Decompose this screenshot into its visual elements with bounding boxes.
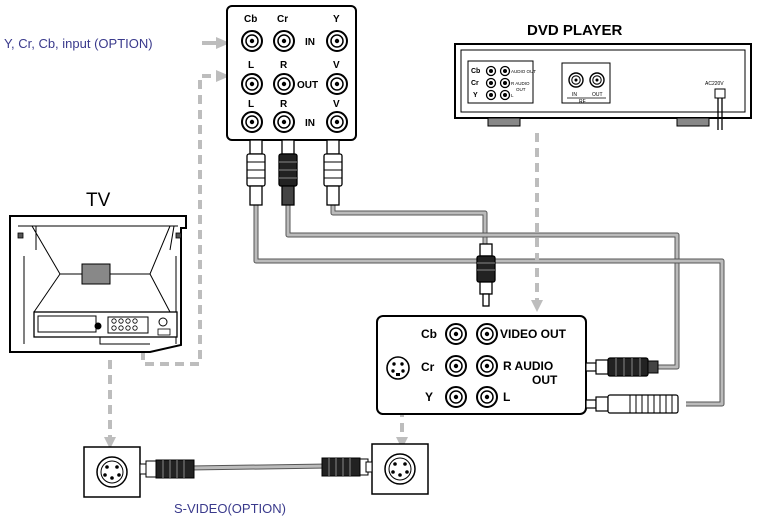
arrowheads: [104, 37, 543, 449]
rf-out-label: OUT: [592, 92, 603, 98]
back-l-label: L: [503, 390, 510, 404]
panel-cb-jack[interactable]: [241, 30, 263, 52]
plug-middle-black: [278, 139, 298, 206]
dvd-out-label: OUT: [516, 87, 526, 92]
plug-into-dvd-video: [476, 243, 496, 307]
dvd-audio-r-jack[interactable]: [499, 77, 511, 89]
svideo-box-tv: [83, 446, 141, 498]
panel-r-in-jack[interactable]: [273, 111, 295, 133]
dvd-svideo-jack[interactable]: [386, 356, 410, 380]
back-r-audio-label: R AUDIO: [503, 359, 553, 373]
panel-cr-jack[interactable]: [273, 30, 295, 52]
cable-component-y: [330, 205, 488, 245]
dvd-r-audio-label: R AUDIO: [511, 81, 530, 86]
panel-l-out-jack[interactable]: [241, 73, 263, 95]
back-out-label: OUT: [532, 373, 558, 387]
back-y-jack[interactable]: [445, 386, 467, 408]
plug-right-white: [323, 139, 343, 206]
guide-tv-to-panel: [141, 74, 220, 366]
svideo-plug-left: [139, 459, 195, 479]
panel-l-bot-label: L: [248, 99, 254, 110]
power-cord: [717, 98, 723, 130]
panel-plugs: [246, 139, 343, 206]
panel-l-mid-label: L: [248, 60, 254, 71]
panel-l-in-jack[interactable]: [241, 111, 263, 133]
svideo-label: S-VIDEO(OPTION): [174, 501, 286, 516]
panel-v-out-jack[interactable]: [326, 73, 348, 95]
dvd-audio-out-jack-a[interactable]: [499, 65, 511, 77]
cables: [189, 205, 725, 471]
dvd-audio-out-label: AUDIO OUT: [511, 69, 536, 74]
plug-left-white: [246, 139, 266, 206]
audio-plugs-right: [585, 357, 679, 414]
back-cb-label: Cb: [421, 327, 437, 341]
rf-out-jack[interactable]: [589, 72, 605, 88]
back-audio-r-jack[interactable]: [476, 355, 498, 377]
dvd-y-label: Y: [473, 92, 478, 99]
back-cr-jack[interactable]: [445, 355, 467, 377]
dvd-cb-label: Cb: [471, 68, 480, 75]
tv-jack-panel: Cb Cr Y IN L R V OUT L R V IN: [226, 5, 357, 141]
panel-v-mid-label: V: [333, 60, 340, 71]
rf-in-jack[interactable]: [568, 72, 584, 88]
back-cr-label: Cr: [421, 360, 435, 374]
cable-audio-l: [253, 205, 725, 407]
back-video-out-jack[interactable]: [476, 323, 498, 345]
panel-v-bot-label: V: [333, 99, 340, 110]
dvd-player-title: DVD PLAYER: [527, 22, 622, 39]
panel-v-in-jack[interactable]: [326, 111, 348, 133]
cable-audio-r: [285, 205, 680, 370]
cable-svideo: [189, 463, 329, 471]
back-audio-l-jack[interactable]: [476, 386, 498, 408]
dvd-player-device: Cb Cr Y AUDIO OUT R AUDIO OUT L IN OUT R…: [454, 43, 752, 130]
panel-r-mid-label: R: [280, 60, 288, 71]
ac-label: AC220V: [705, 81, 724, 87]
arrow-dvd-svideo: [396, 437, 408, 449]
panel-cr-label: Cr: [277, 14, 288, 25]
panel-in-bot-label: IN: [305, 118, 315, 129]
svideo-plug-right: [321, 457, 373, 477]
arrow-to-panel-mid: [216, 70, 230, 82]
dvd-l-label: L: [511, 93, 514, 98]
dvd-back-panel: Cb Cr Y VIDEO OUT R AUDIO OUT L: [376, 315, 587, 415]
dvd-cr-label: Cr: [471, 80, 479, 87]
panel-r-bot-label: R: [280, 99, 288, 110]
dvd-y-jack[interactable]: [485, 89, 497, 101]
plug-audio-r-black: [585, 357, 659, 377]
svideo-box-dvd: [371, 443, 429, 495]
panel-in-top-label: IN: [305, 37, 315, 48]
arrow-tv-svideo: [104, 437, 116, 449]
panel-out-mid-label: OUT: [297, 80, 318, 91]
component-input-label: Y, Cr, Cb, input (OPTION): [4, 36, 153, 51]
arrow-to-panel-top: [216, 37, 230, 49]
back-y-label: Y: [425, 390, 433, 404]
dvd-cb-jack[interactable]: [485, 65, 497, 77]
panel-y-jack[interactable]: [326, 30, 348, 52]
tv-device: [9, 215, 187, 353]
rf-in-label: IN: [572, 92, 577, 98]
dvd-cr-jack[interactable]: [485, 77, 497, 89]
panel-y-label: Y: [333, 14, 340, 25]
plug-audio-l-white: [585, 394, 679, 414]
tv-jack-grid: [111, 318, 138, 331]
arrow-dvd-down: [531, 300, 543, 312]
panel-r-out-jack[interactable]: [273, 73, 295, 95]
panel-cb-label: Cb: [244, 14, 257, 25]
back-cb-jack[interactable]: [445, 323, 467, 345]
tv-label: TV: [86, 190, 111, 211]
back-video-out-label: VIDEO OUT: [500, 327, 567, 341]
dvd-audio-l-jack[interactable]: [499, 89, 511, 101]
rf-label: RF: [579, 99, 586, 105]
